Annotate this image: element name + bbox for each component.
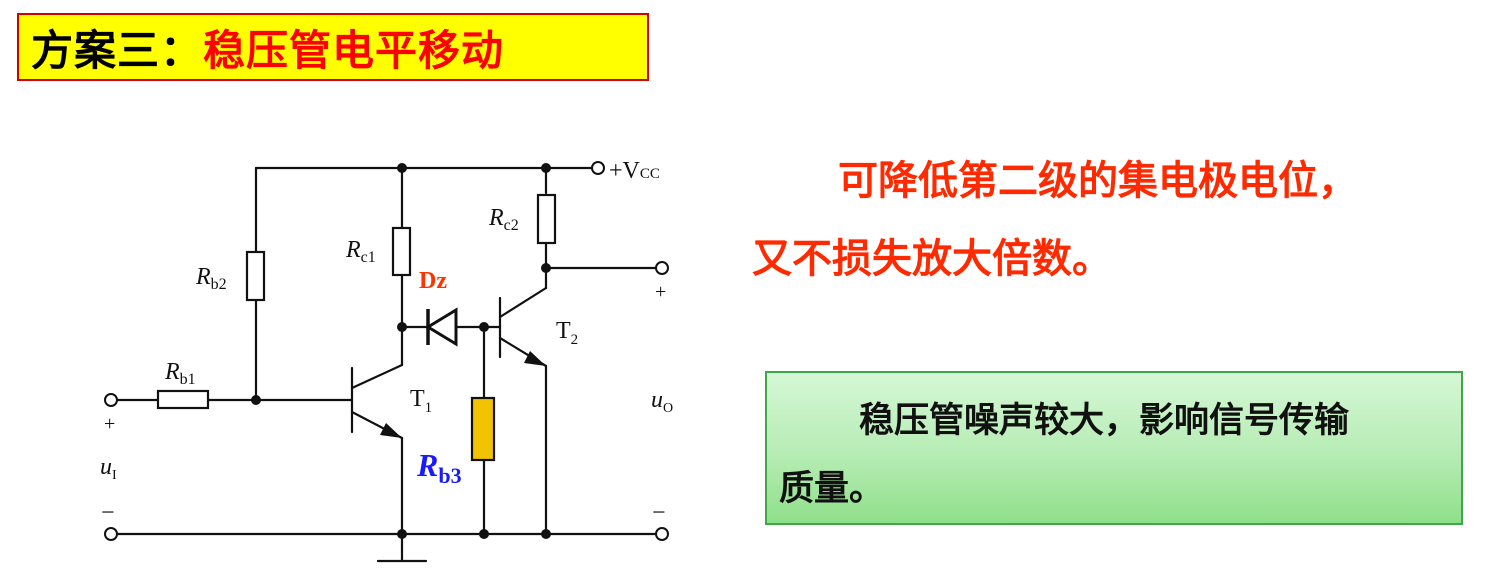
description-line-1: 可降低第二级的集电极电位， (838, 158, 1358, 204)
rc2-label: Rc2 (488, 205, 519, 234)
vcc-label: +VCC (609, 158, 660, 184)
rc2-resistor (536, 193, 557, 245)
t2-label: T2 (556, 318, 578, 348)
t1-label: T1 (410, 386, 432, 416)
rb1-label: Rb1 (164, 359, 196, 388)
t1-emitter-arrow (380, 423, 402, 438)
slide-title: 方案三：稳压管电平移动 (17, 13, 649, 81)
rb3-label: Rb3 (416, 447, 462, 488)
output-ground-terminal (655, 527, 669, 541)
note-line-1: 稳压管噪声较大，影响信号传输 (859, 401, 1350, 441)
rb3-resistor (470, 396, 496, 462)
output-terminal (655, 261, 669, 275)
rc1-label: Rc1 (345, 237, 376, 266)
input-terminal (104, 393, 118, 407)
ui-label: uI (100, 454, 117, 483)
dz-label: Dz (419, 268, 447, 294)
note-box: 稳压管噪声较大，影响信号传输 质量。 (765, 371, 1463, 525)
note-line-2: 质量。 (779, 469, 885, 509)
description-line-2: 又不损失放大倍数。 (752, 236, 1112, 282)
uo-label: uO (651, 387, 673, 416)
title-main: 稳压管电平移动 (203, 25, 505, 75)
input-plus-sign: + (104, 413, 115, 435)
circuit-diagram: +VCC Rb1 Rb2 Rc1 Rc2 Dz Rb3 T1 T2 + uI −… (100, 158, 673, 563)
input-ground-terminal (104, 527, 118, 541)
junction-dot (251, 395, 261, 405)
junction-dot (479, 322, 489, 332)
t1-collector (350, 363, 404, 390)
input-minus-sign: − (101, 500, 115, 526)
output-minus-sign: − (652, 500, 666, 526)
junction-dot (397, 529, 407, 539)
junction-dot (397, 163, 407, 173)
description-text: 可降低第二级的集电极电位， 又不损失放大倍数。 (752, 142, 1472, 298)
junction-dot (541, 163, 551, 173)
junction-dot (541, 529, 551, 539)
rb2-resistor (245, 250, 266, 302)
t2-collector (498, 286, 548, 319)
rb1-resistor (156, 389, 210, 410)
vcc-terminal (591, 161, 605, 175)
zener-diode (425, 307, 458, 347)
junction-dot (479, 529, 489, 539)
rb2-label: Rb2 (195, 264, 227, 293)
title-prefix: 方案三： (31, 25, 204, 75)
output-plus-sign: + (655, 281, 666, 303)
junction-dot (541, 263, 551, 273)
junction-dot (397, 322, 407, 332)
rc1-resistor (391, 226, 412, 277)
t2-emitter-arrow (524, 351, 546, 366)
